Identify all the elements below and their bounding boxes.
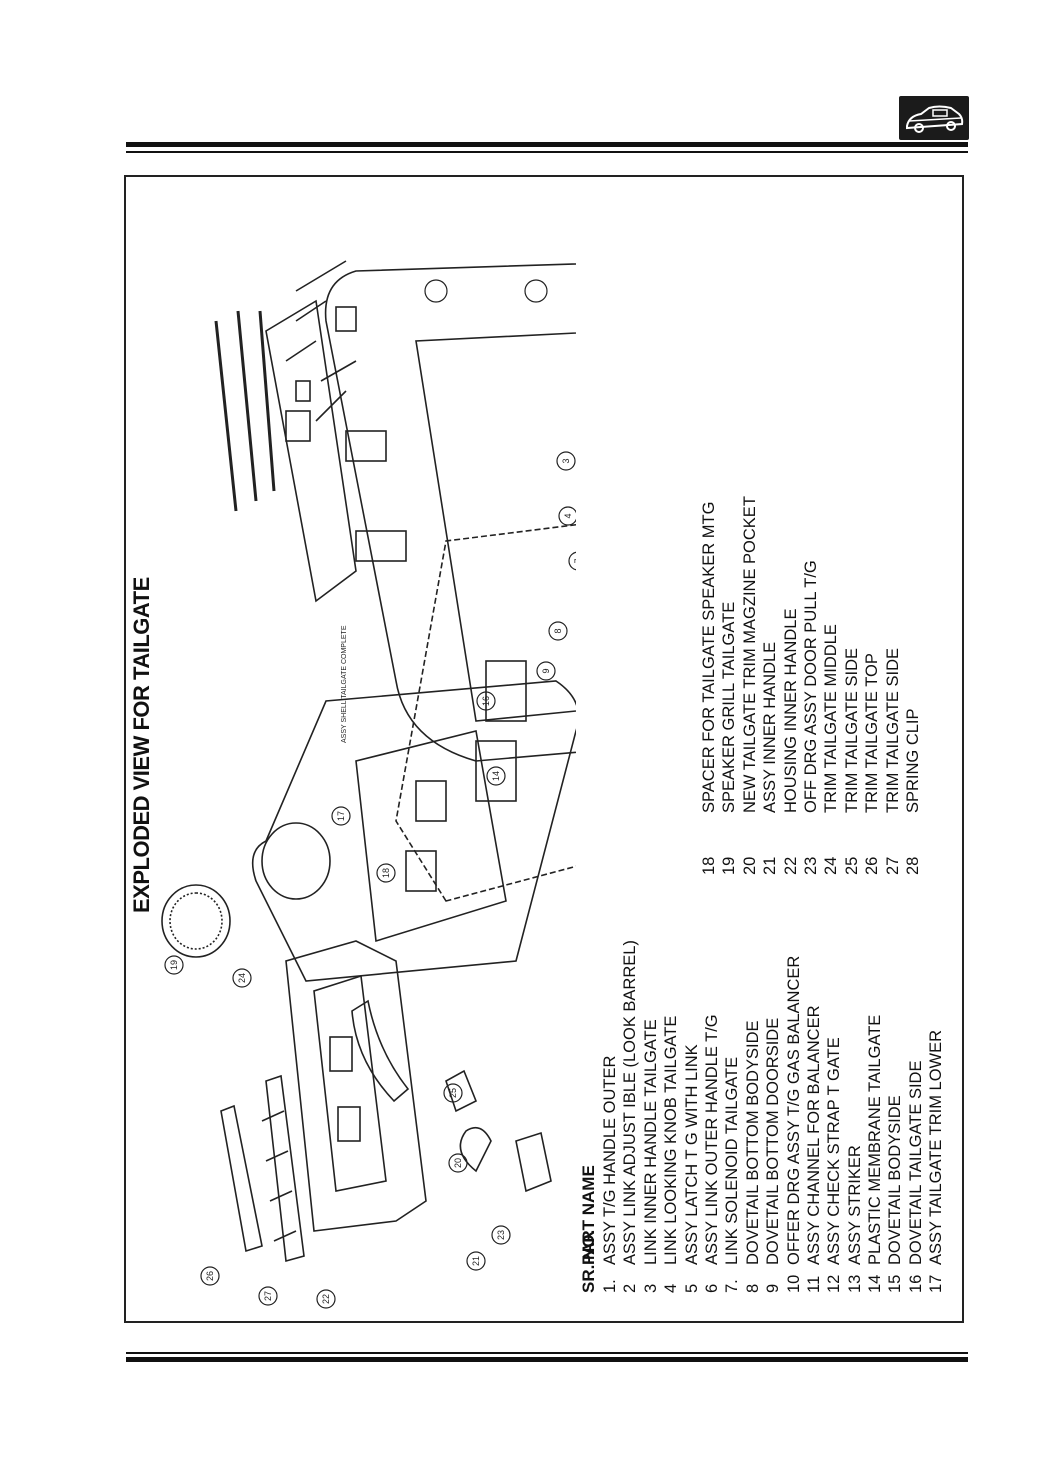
callout-number: 23 bbox=[496, 1230, 506, 1240]
callout-number: 20 bbox=[453, 1158, 463, 1168]
callout-number: 25 bbox=[448, 1088, 458, 1098]
footer-rule-thick bbox=[126, 1357, 968, 1362]
trim-tailgate-lower bbox=[285, 940, 427, 1232]
speaker-grill bbox=[161, 884, 231, 958]
rotated-page: EXPLODED VIEW FOR TAILGATE bbox=[126, 177, 962, 1321]
callout-number: 7 bbox=[573, 558, 576, 563]
drawing-annotation: ASSY SHELL TAILGATE COMPLETE bbox=[341, 625, 348, 743]
part-name-header: PART NAME bbox=[579, 1165, 598, 1265]
assy-tailgate-trim-lower bbox=[251, 680, 576, 982]
callout-number: 24 bbox=[237, 973, 247, 983]
plastic-membrane bbox=[395, 520, 576, 902]
callout-number: 26 bbox=[205, 1271, 215, 1281]
callout-markers: 2627222123202524191817151416139856743121… bbox=[164, 279, 576, 1309]
callout-number: 3 bbox=[561, 458, 571, 463]
header-rule-thick bbox=[126, 142, 968, 147]
exploded-view-drawing: 2627222123202524191817151416139856743121… bbox=[161, 260, 576, 1309]
callout-number: 16 bbox=[481, 696, 491, 706]
table-row: 7.LINK SOLENOID TAILGATE bbox=[723, 1056, 742, 1293]
tailgate-shell bbox=[265, 260, 576, 762]
callout-number: 4 bbox=[563, 513, 573, 518]
inner-handle-parts bbox=[445, 1069, 552, 1193]
callout-number: 19 bbox=[169, 960, 179, 970]
callout-number: 14 bbox=[491, 771, 501, 781]
header-rule-thin bbox=[126, 151, 968, 153]
footer-rule-thin bbox=[126, 1352, 968, 1354]
callout-number: 18 bbox=[381, 868, 391, 878]
trim-tailgate-top bbox=[220, 1074, 305, 1263]
car-icon bbox=[906, 105, 964, 133]
callout-number: 17 bbox=[336, 811, 346, 821]
latch-parts bbox=[285, 260, 357, 442]
gas-balancer-struts bbox=[214, 310, 276, 512]
content-frame bbox=[124, 175, 964, 1323]
brand-logo bbox=[899, 96, 969, 140]
callout-number: 27 bbox=[263, 1291, 273, 1301]
callout-number: 9 bbox=[541, 668, 551, 673]
table-row: 1.ASSY T/G HANDLE OUTER bbox=[601, 1055, 619, 1293]
callout-number: 22 bbox=[321, 1294, 331, 1304]
callout-number: 21 bbox=[471, 1256, 481, 1266]
callout-number: 8 bbox=[553, 628, 563, 633]
